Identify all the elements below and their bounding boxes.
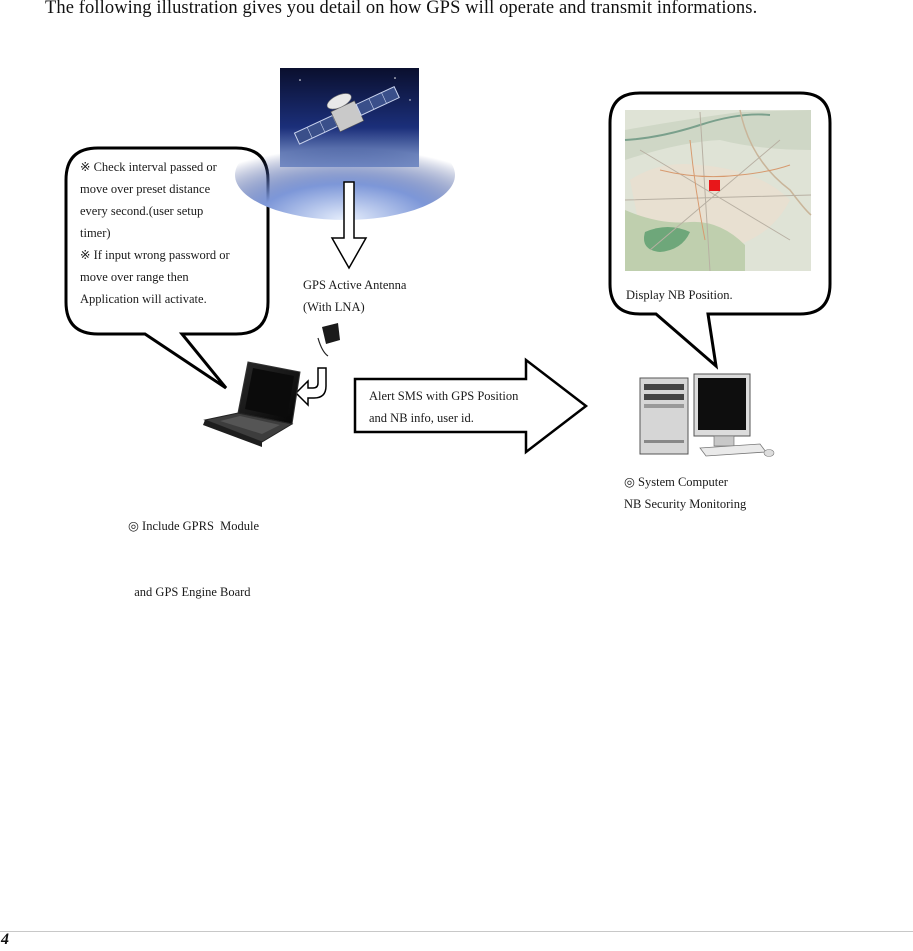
- left-bubble-line: every second.(user setup: [80, 204, 204, 218]
- computer-image: [639, 373, 775, 457]
- laptop-caption-line: and GPS Engine Board: [128, 585, 251, 599]
- intro-text: The following illustration gives you det…: [45, 0, 758, 18]
- computer-caption-line: ◎ System Computer: [624, 475, 728, 489]
- footer-divider: [0, 931, 913, 932]
- left-bubble-line: ※ Check interval passed or: [80, 160, 217, 174]
- left-bubble-line: ※ If input wrong password or: [80, 248, 230, 262]
- computer-caption-line: NB Security Monitoring: [624, 497, 747, 511]
- arrow-label-line: Alert SMS with GPS Position: [369, 389, 519, 403]
- position-marker: [709, 180, 720, 191]
- left-bubble-line: Application will activate.: [80, 292, 207, 306]
- antenna-label-line: (With LNA): [303, 300, 365, 314]
- left-bubble-line: timer): [80, 226, 111, 240]
- page-number: 4: [1, 931, 9, 948]
- hook-arrow: [294, 367, 327, 407]
- computer-caption: ◎ System Computer NB Security Monitoring: [624, 471, 746, 515]
- satellite-image: [235, 68, 455, 220]
- left-bubble-text: ※ Check interval passed or move over pre…: [80, 156, 230, 310]
- left-bubble-line: move over preset distance: [80, 182, 211, 196]
- antenna-label: GPS Active Antenna (With LNA): [303, 274, 406, 318]
- right-arrow: [353, 357, 589, 455]
- antenna-image: [317, 323, 340, 357]
- left-bubble-line: move over range then: [80, 270, 189, 284]
- laptop-caption: ◎ Include GPRS Module and GPS Engine Boa…: [128, 471, 259, 625]
- map-image: [624, 109, 812, 272]
- antenna-label-line: GPS Active Antenna: [303, 278, 407, 292]
- arrow-label: Alert SMS with GPS Position and NB info,…: [369, 385, 518, 429]
- down-arrow: [330, 181, 368, 270]
- map-caption: Display NB Position.: [626, 288, 733, 302]
- laptop-caption-line: ◎ Include GPRS Module: [128, 519, 260, 533]
- arrow-label-line: and NB info, user id.: [369, 411, 474, 425]
- laptop-image: [203, 361, 301, 447]
